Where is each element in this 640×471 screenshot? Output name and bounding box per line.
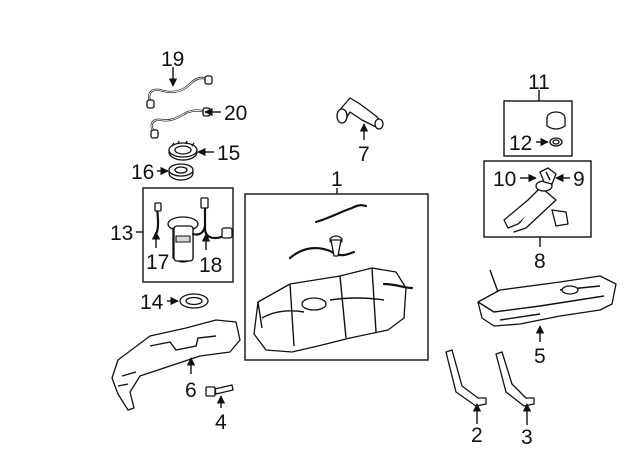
filler-clamp-9-10 [539, 167, 557, 185]
callout-2: 2 [471, 424, 483, 447]
callout-17: 17 [146, 251, 169, 274]
callout-10: 10 [493, 168, 516, 191]
strap-2 [445, 349, 487, 407]
callout-5: 5 [534, 345, 546, 368]
callout-13: 13 [110, 222, 133, 245]
filler-cap-box [503, 100, 573, 157]
tether-ring-12 [549, 137, 563, 147]
callout-12: 12 [509, 132, 532, 155]
callout-labels: 19 20 15 16 13 17 18 14 6 4 1 7 11 12 10… [110, 48, 585, 449]
callout-7: 7 [358, 143, 370, 166]
fuel-pump-assembly-17 [167, 216, 207, 263]
fuel-cap-11 [546, 111, 566, 130]
callout-14: 14 [140, 291, 164, 314]
vapor-hose-19 [146, 75, 213, 109]
seal-16 [168, 163, 194, 181]
filler-neck-8 [503, 180, 569, 233]
callout-15: 15 [217, 142, 240, 165]
lock-ring-15 [168, 140, 198, 161]
callout-8: 8 [534, 250, 546, 273]
callout-18: 18 [199, 254, 222, 277]
strap-3 [495, 351, 535, 407]
callout-16: 16 [131, 161, 154, 184]
skid-plate-5 [477, 269, 617, 327]
callout-1: 1 [331, 168, 343, 191]
callout-4: 4 [215, 411, 227, 434]
callout-19: 19 [161, 48, 184, 71]
filler-hose-7 [336, 97, 384, 130]
callout-3: 3 [521, 426, 533, 449]
callout-20: 20 [224, 102, 247, 125]
callout-11: 11 [528, 71, 550, 94]
fuel-pump-module-box [142, 187, 234, 283]
leader-lines [136, 67, 570, 425]
bolt-4 [205, 384, 234, 397]
callout-9: 9 [573, 168, 585, 191]
pump-wire-13 [154, 202, 162, 234]
heat-shield-6 [111, 319, 241, 411]
fuel-tank-1 [253, 204, 414, 353]
filler-neck-box [483, 160, 592, 238]
gasket-14 [179, 293, 209, 309]
callout-6: 6 [185, 379, 197, 402]
pump-wire-18 [200, 197, 233, 240]
vapor-hose-20 [150, 107, 211, 139]
